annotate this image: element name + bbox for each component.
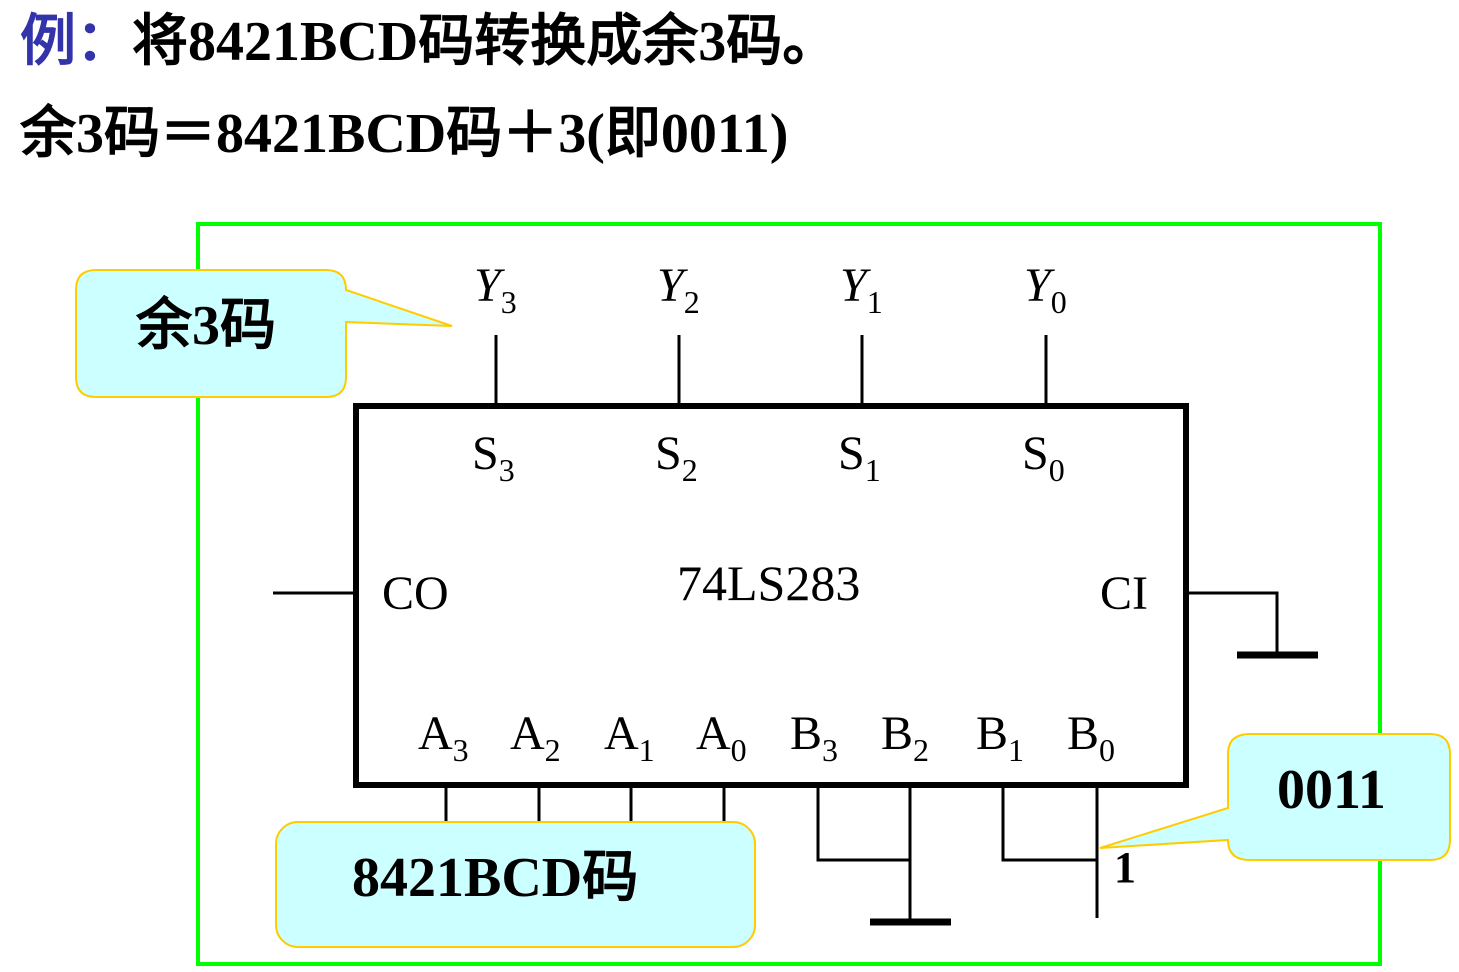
pin-s2: S2 — [655, 427, 698, 488]
pin-a1: A1 — [604, 707, 655, 768]
pin-b0: B0 — [1067, 707, 1116, 768]
title-text: 将8421BCD码转换成余3码。 — [132, 11, 839, 73]
callout-bcd: 8421BCD码 — [352, 847, 639, 909]
callout-excess3: 余3码 — [136, 295, 276, 357]
chip-body — [353, 403, 1189, 788]
callout-addend: 0011 — [1277, 759, 1386, 821]
output-y1: Y1 — [840, 259, 883, 320]
pin-s3: S3 — [472, 427, 515, 488]
output-y0: Y0 — [1024, 259, 1067, 320]
callouts — [75, 269, 1451, 948]
pin-a3: A3 — [418, 707, 469, 768]
pin-a2: A2 — [510, 707, 561, 768]
pin-s0: S0 — [1022, 427, 1065, 488]
pin-a0: A0 — [696, 707, 747, 768]
chip-name: 74LS283 — [677, 555, 861, 611]
pin-s1: S1 — [838, 427, 881, 488]
logic-high-label: 1 — [1114, 843, 1136, 892]
title-line-2: 余3码＝8421BCD码＋3(即0011) — [20, 103, 789, 165]
pin-b1: B1 — [976, 707, 1025, 768]
output-y3: Y3 — [474, 259, 517, 320]
pin-co: CO — [382, 567, 449, 620]
pin-ci: CI — [1100, 567, 1148, 620]
pin-b3: B3 — [790, 707, 839, 768]
pin-b2: B2 — [881, 707, 930, 768]
example-prefix: 例： — [20, 11, 132, 73]
title-line-1: 例：将8421BCD码转换成余3码。 — [20, 14, 838, 70]
diagram-frame — [196, 222, 1382, 966]
output-y2: Y2 — [657, 259, 700, 320]
